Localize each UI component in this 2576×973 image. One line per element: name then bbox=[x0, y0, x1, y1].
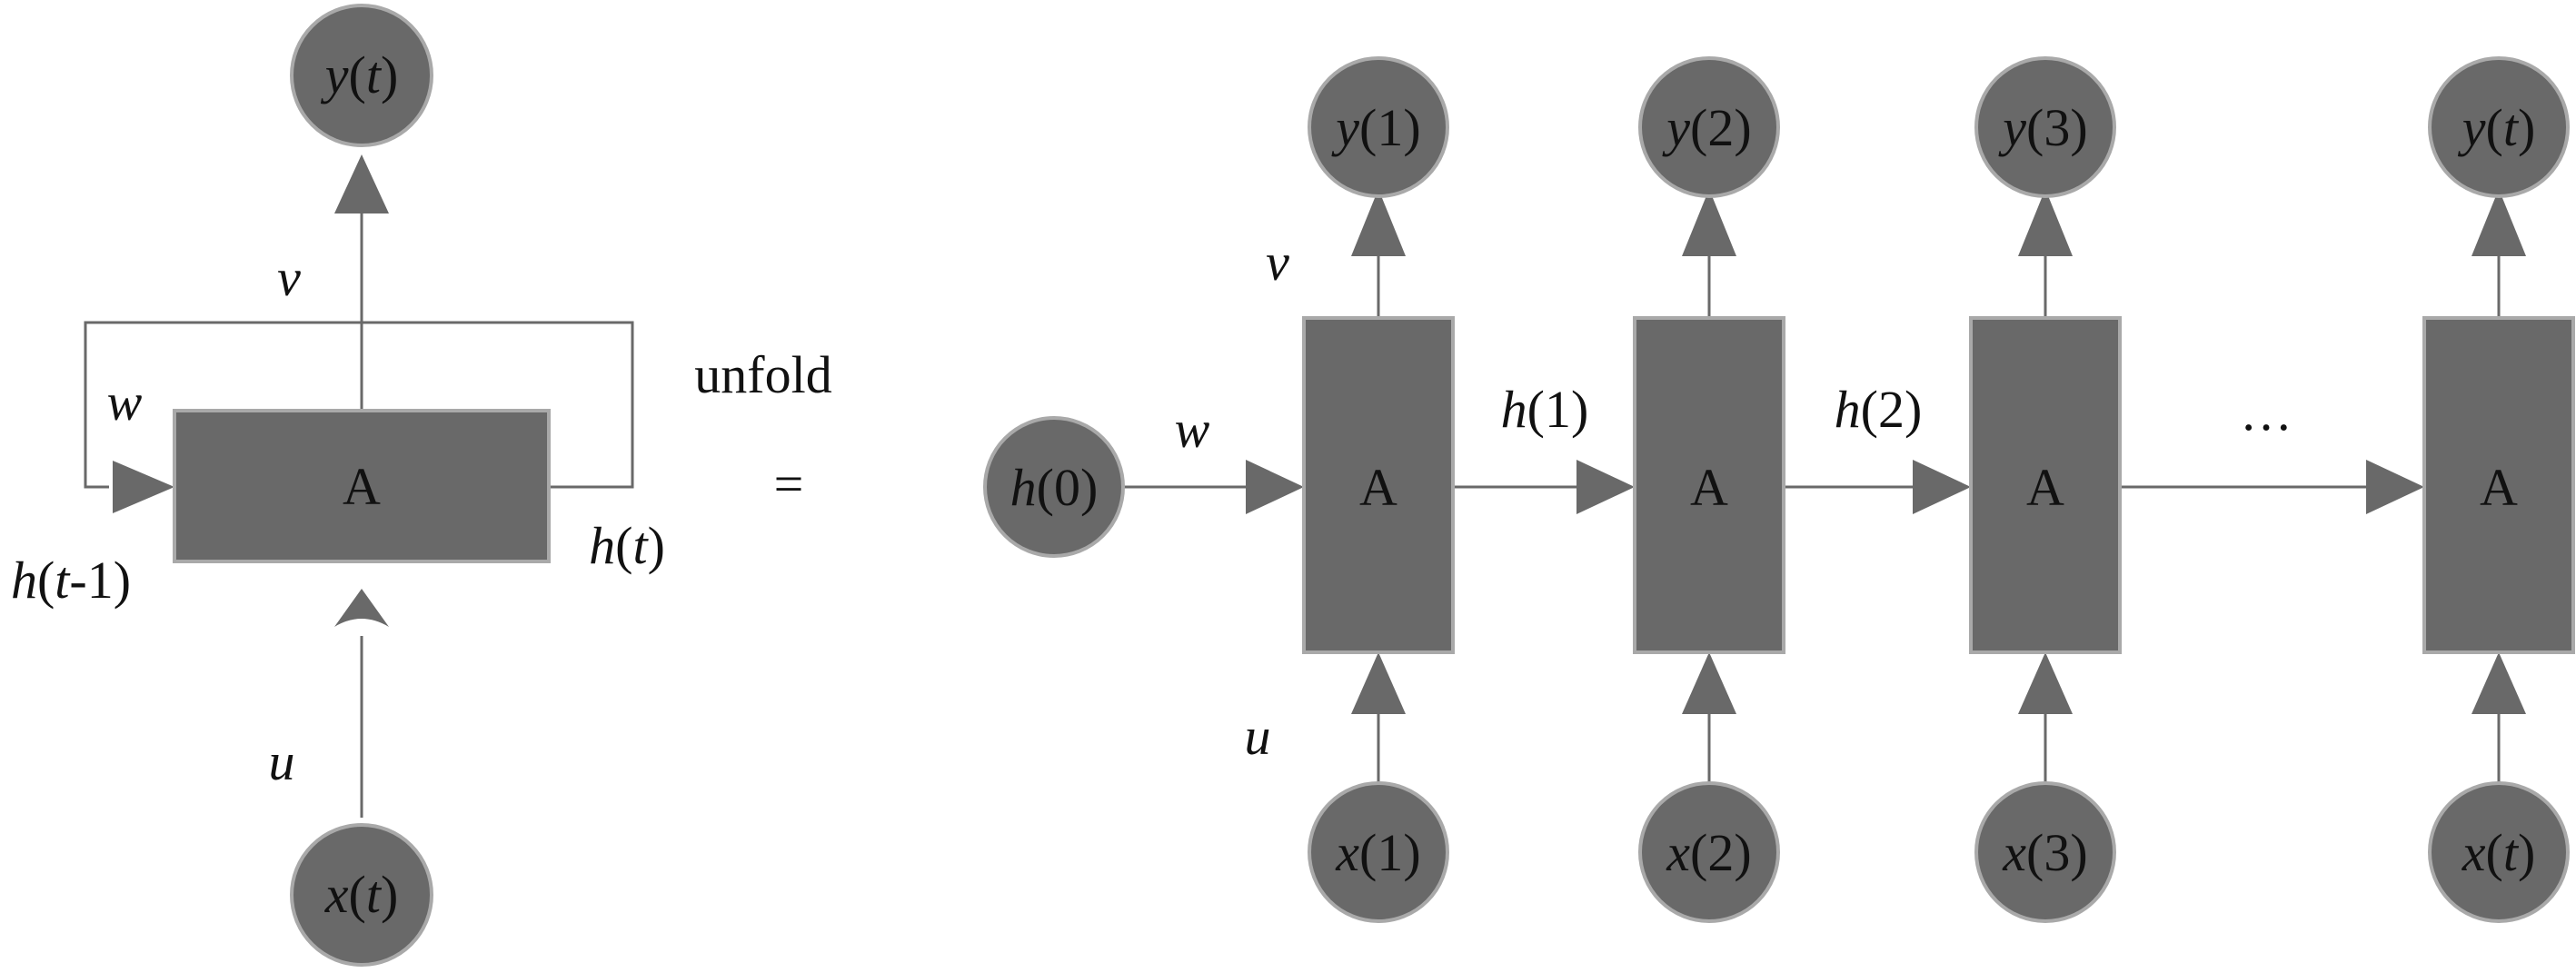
step3-output-arrowhead bbox=[2018, 189, 2073, 256]
step3-input-label: x(3) bbox=[2002, 823, 2087, 882]
step2-output-label: y(2) bbox=[1662, 98, 1751, 157]
folded-weight-u-label: u bbox=[269, 732, 295, 791]
step4-input-node bbox=[2428, 781, 2570, 923]
folded-input-arrowhead bbox=[334, 589, 389, 627]
step1-input-label: x(1) bbox=[1335, 823, 1420, 882]
step3-cell-label: A bbox=[2026, 458, 2064, 517]
step1-cell-box bbox=[1302, 316, 1455, 654]
folded-input-label: x(t) bbox=[324, 865, 399, 924]
ellipsis-label: ··· bbox=[2240, 398, 2293, 457]
folded-weight-w-label: w bbox=[107, 372, 143, 432]
step1-output-label: y(1) bbox=[1331, 98, 1420, 157]
folded-weight-v-label: v bbox=[277, 248, 301, 307]
unrolled-weight-v-label: v bbox=[1266, 233, 1289, 292]
folded-output-arrowhead bbox=[334, 154, 389, 213]
h0-label: h(0) bbox=[1010, 458, 1099, 517]
step2-input-label: x(2) bbox=[1666, 823, 1751, 882]
step4-output-arrowhead bbox=[2472, 189, 2526, 256]
folded-cell-label: A bbox=[343, 457, 381, 516]
step1-output-arrowhead bbox=[1351, 189, 1406, 256]
folded-input-node bbox=[290, 823, 433, 967]
step4-output-label: y(t) bbox=[2458, 98, 2536, 157]
step2-input-node bbox=[1638, 781, 1780, 923]
step2-output-arrowhead bbox=[1682, 189, 1736, 256]
recurrent-loop-edge bbox=[84, 321, 634, 489]
step3-output-node bbox=[1974, 56, 2116, 198]
folded-output-node bbox=[290, 4, 433, 147]
step1-output-node bbox=[1308, 56, 1449, 198]
h0-to-step1-arrowhead bbox=[1246, 460, 1304, 514]
step1-cell-label: A bbox=[1359, 458, 1397, 517]
unrolled-weight-u-label: u bbox=[1245, 707, 1271, 766]
folded-h-t-label: h(t) bbox=[589, 516, 665, 575]
unrolled-weight-w-label: w bbox=[1175, 400, 1210, 459]
step2-cell-label: A bbox=[1690, 458, 1728, 517]
equals-sign: = bbox=[774, 454, 804, 513]
step2-cell-box bbox=[1633, 316, 1785, 654]
step4-output-node bbox=[2428, 56, 2570, 198]
folded-h-prev-label: h(t-1) bbox=[11, 551, 131, 610]
h0-node bbox=[983, 416, 1125, 558]
step2-input-arrowhead bbox=[1682, 652, 1736, 714]
step1-input-node bbox=[1308, 781, 1449, 923]
step1-input-arrowhead bbox=[1351, 652, 1406, 714]
folded-output-label: y(t) bbox=[321, 45, 399, 104]
step1-to-step2-arrowhead bbox=[1576, 460, 1635, 514]
folded-cell-box bbox=[173, 409, 551, 563]
step2-output-node bbox=[1638, 56, 1780, 198]
step3-to-step4-arrowhead bbox=[2366, 460, 2424, 514]
step3-input-arrowhead bbox=[2018, 652, 2073, 714]
step4-cell-label: A bbox=[2480, 458, 2518, 517]
unrolled-rnn: h(0) w v u ··· Ay(1) x(1) Ay(2) x(2) Ay(3) x(… bbox=[983, 56, 2575, 923]
step3-input-node bbox=[1974, 781, 2116, 923]
hidden-state-label-1: h(1) bbox=[1501, 380, 1589, 439]
recurrent-loop-arrowhead bbox=[113, 461, 174, 513]
step3-cell-box bbox=[1969, 316, 2122, 654]
unfold-label: unfold bbox=[694, 345, 831, 404]
step2-to-step3-arrowhead bbox=[1913, 460, 1971, 514]
hidden-state-label-2: h(2) bbox=[1835, 380, 1923, 439]
step3-output-label: y(3) bbox=[1998, 98, 2087, 157]
step4-input-label: x(t) bbox=[2462, 823, 2536, 882]
folded-rnn: A y(t) x(t) v w u h(t-1) h(t) bbox=[11, 4, 665, 967]
step4-cell-box bbox=[2422, 316, 2575, 654]
step4-input-arrowhead bbox=[2472, 652, 2526, 714]
